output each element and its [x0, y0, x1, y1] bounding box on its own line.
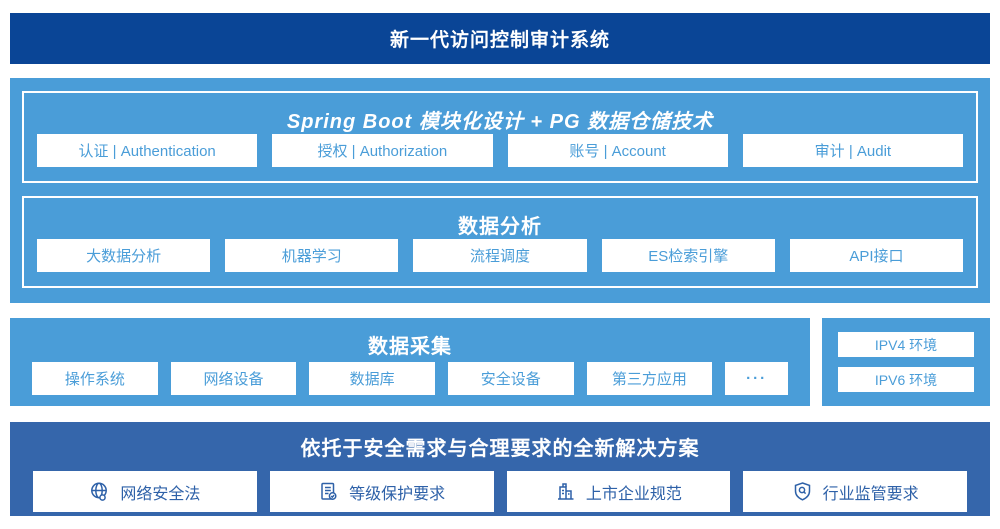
data-analysis-title: 数据分析: [458, 216, 542, 238]
system-title-banner: 新一代访问控制审计系统: [10, 13, 990, 64]
module-machine-learning: 机器学习: [225, 239, 399, 272]
data-collection-panel: 数据采集 操作系统 网络设备 数据库 安全设备 第三方应用 ···: [10, 318, 810, 406]
solution-industry-regulation: 行业监管要求: [743, 471, 967, 512]
building-icon: [555, 481, 576, 502]
data-analysis-section: 数据分析 大数据分析 机器学习 流程调度 ES检索引擎 API接口: [22, 196, 978, 288]
source-more-ellipsis: ···: [725, 362, 789, 395]
shield-search-icon: [792, 481, 813, 502]
solution-label: 行业监管要求: [822, 485, 919, 503]
module-api-interface: API接口: [789, 239, 964, 272]
source-third-party-app: 第三方应用: [586, 362, 713, 395]
source-security-device: 安全设备: [447, 362, 574, 395]
module-bigdata-analysis: 大数据分析: [37, 239, 211, 272]
solution-row: 网络安全法 等级保护要求: [10, 461, 990, 512]
module-es-search-engine: ES检索引擎: [601, 239, 775, 272]
data-collection-title: 数据采集: [368, 336, 452, 358]
module-authentication: 认证 | Authentication: [37, 134, 258, 167]
solution-label: 上市企业规范: [585, 485, 682, 503]
solution-layer: 依托于安全需求与合理要求的全新解决方案 网络安全法: [10, 422, 990, 516]
data-analysis-module-row: 大数据分析 机器学习 流程调度 ES检索引擎 API接口: [24, 239, 976, 286]
solution-cybersecurity-law: 网络安全法: [33, 471, 257, 512]
document-check-icon: [318, 481, 339, 502]
module-account: 账号 | Account: [507, 134, 728, 167]
system-title: 新一代访问控制审计系统: [389, 30, 610, 51]
globe-icon: [89, 481, 110, 502]
source-database: 数据库: [309, 362, 435, 395]
solution-classified-protection: 等级保护要求: [269, 471, 494, 512]
solution-listed-company: 上市企业规范: [506, 471, 731, 512]
module-authorization: 授权 | Authorization: [272, 134, 493, 167]
platform-layer: Spring Boot 模块化设计 + PG 数据仓储技术 认证 | Authe…: [10, 78, 990, 303]
source-network-device: 网络设备: [170, 362, 297, 395]
module-workflow-scheduling: 流程调度: [413, 239, 587, 272]
spring-boot-section: Spring Boot 模块化设计 + PG 数据仓储技术 认证 | Authe…: [22, 91, 978, 183]
env-ipv4: IPV4 环境: [838, 332, 974, 357]
module-audit: 审计 | Audit: [742, 134, 963, 167]
spring-boot-module-row: 认证 | Authentication 授权 | Authorization 账…: [24, 134, 976, 181]
solution-label: 等级保护要求: [349, 485, 446, 503]
data-collection-layer: 数据采集 操作系统 网络设备 数据库 安全设备 第三方应用 ··· IPV4 环…: [10, 318, 990, 406]
solution-title: 依托于安全需求与合理要求的全新解决方案: [300, 438, 700, 460]
env-ipv6: IPV6 环境: [838, 367, 974, 392]
network-environment-panel: IPV4 环境 IPV6 环境: [822, 318, 990, 406]
source-operating-system: 操作系统: [32, 362, 158, 395]
data-collection-source-row: 操作系统 网络设备 数据库 安全设备 第三方应用 ···: [10, 362, 810, 395]
spring-boot-section-title: Spring Boot 模块化设计 + PG 数据仓储技术: [286, 111, 714, 133]
solution-label: 网络安全法: [120, 485, 201, 503]
